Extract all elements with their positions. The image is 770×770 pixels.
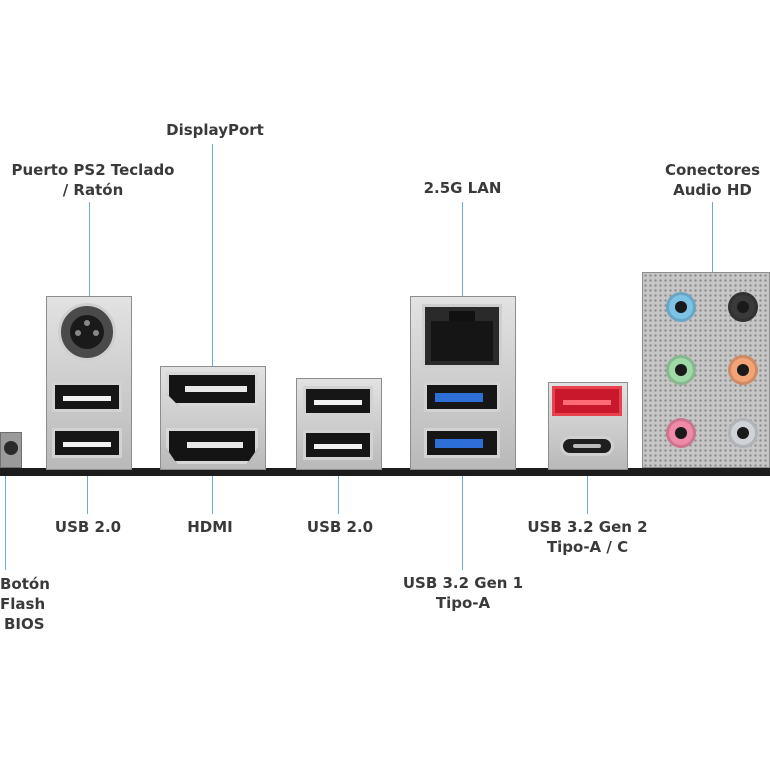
leader-line-usb32-gen2 [587,462,588,514]
usb20-mid-top-port [303,386,373,416]
leader-line-displayport [212,144,213,376]
usb32g1-bottom-port [424,428,500,458]
leader-line-usb20-left [87,462,88,514]
label-audio: Conectores Audio HD [664,161,761,199]
leader-line-ps2 [89,202,90,308]
leader-line-usb20-mid [338,462,339,514]
label-ps2-port: Puerto PS2 Teclado / Ratón [11,161,175,199]
audio-jack-orange-icon [728,355,758,385]
audio-jack-pink-icon [666,418,696,448]
label-usb32-gen2: USB 3.2 Gen 2 Tipo-A / C [527,518,648,556]
audio-jack-blue-icon [666,292,696,322]
usb32g2-type-a-port [552,386,622,416]
label-usb20-left: USB 2.0 [54,518,122,536]
audio-jack-grey-icon [728,418,758,448]
displayport-icon [166,372,258,406]
usb32g1-top-port [424,382,500,412]
lan-port-icon [422,304,502,368]
audio-jack-green-icon [666,355,696,385]
leader-line-lan [462,202,463,300]
ps2-port-icon [58,303,116,361]
audio-jack-black-icon [728,292,758,322]
label-usb32-gen1: USB 3.2 Gen 1 Tipo-A [402,574,524,612]
label-lan: 2.5G LAN [423,179,502,197]
label-displayport: DisplayPort [166,121,264,139]
hdmi-icon [166,428,258,464]
bios-flash-button-icon [0,432,22,468]
label-bios-flash: Botón Flash BIOS [0,575,50,633]
leader-line-hdmi [212,462,213,514]
leader-line-bios [5,452,6,570]
board-edge [0,468,770,476]
usb20-mid-bottom-port [303,430,373,460]
leader-line-audio [712,202,713,282]
label-usb20-mid: USB 2.0 [306,518,374,536]
leader-line-usb32-gen1 [462,462,463,570]
label-hdmi: HDMI [187,518,233,536]
usb20-left-top-port [52,382,122,412]
usb20-left-bottom-port [52,428,122,458]
usb32g2-type-c-port [560,436,614,456]
